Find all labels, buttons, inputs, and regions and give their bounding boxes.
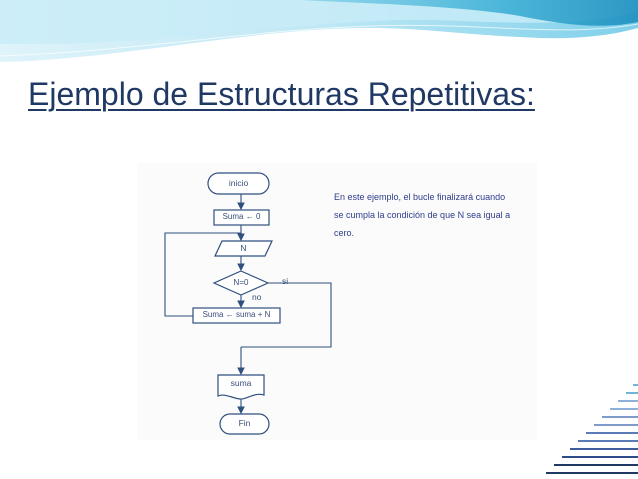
note-line-1: En este ejemplo, el bucle finalizará cua… (334, 192, 506, 202)
note-line-3: cero. (334, 228, 355, 238)
input-parallelogram (214, 240, 273, 257)
start-terminal (207, 172, 270, 195)
edge-label-no: no (252, 292, 262, 302)
edge-loop-back (164, 232, 241, 317)
start-label: inicio (228, 178, 249, 188)
flowchart-figure (137, 163, 537, 440)
end-label: Fin (238, 418, 251, 428)
input-label: N (240, 243, 247, 253)
accumulate-label: Suma ← suma + N (202, 310, 271, 319)
init-label: Suma ← 0 (222, 212, 261, 221)
output-label: suma (230, 378, 252, 388)
edge-decision-yes (241, 282, 332, 348)
output-document (217, 374, 265, 400)
edge-label-yes: si (282, 276, 289, 286)
header-wave-decoration (0, 0, 638, 67)
decision-label: N=0 (233, 278, 249, 287)
corner-stripes-decoration (546, 384, 638, 474)
note-line-2: se cumpla la condición de que N sea igua… (334, 210, 511, 220)
slide-title: Ejemplo de Estructuras Repetitivas: (28, 76, 535, 112)
